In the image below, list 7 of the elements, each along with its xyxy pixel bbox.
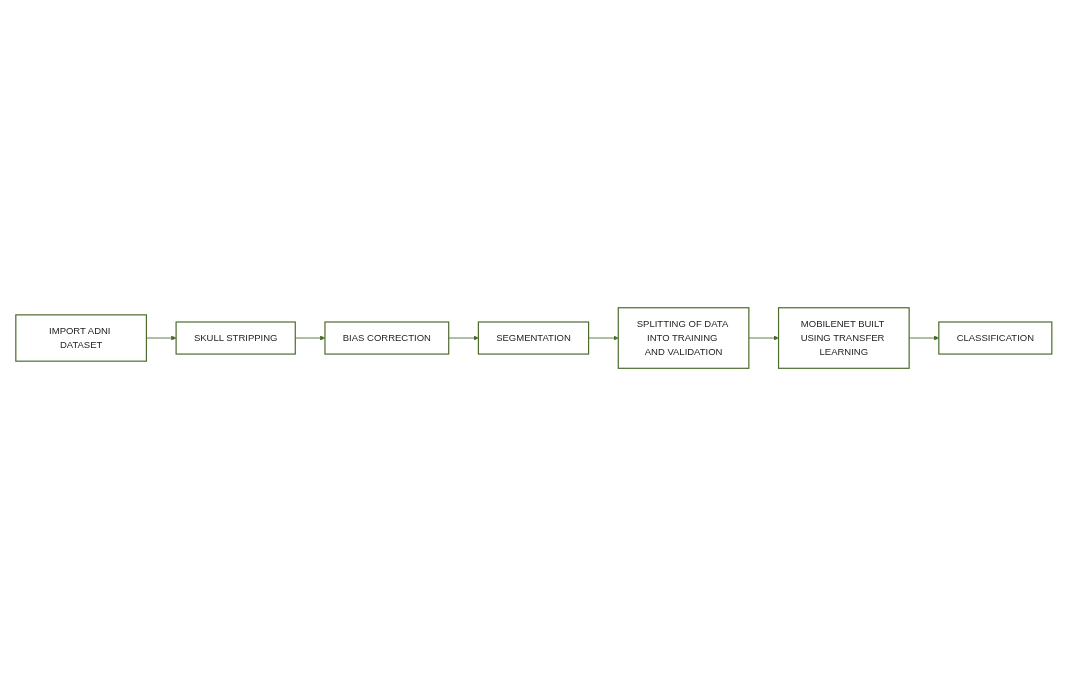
node-box: SKULL STRIPPING <box>175 321 296 356</box>
node-box: MOBILENET BUILT USING TRANSFER LEARNING <box>777 307 910 370</box>
node-box: CLASSIFICATION <box>937 321 1053 356</box>
node-box: BIAS CORRECTION <box>324 321 449 356</box>
node-box: SEGMENTATION <box>477 321 589 356</box>
node-box: SPLITTING OF DATA INTO TRAINING AND VALIDATION <box>617 307 750 370</box>
node-box: IMPORT ADNI DATASET <box>14 314 147 363</box>
